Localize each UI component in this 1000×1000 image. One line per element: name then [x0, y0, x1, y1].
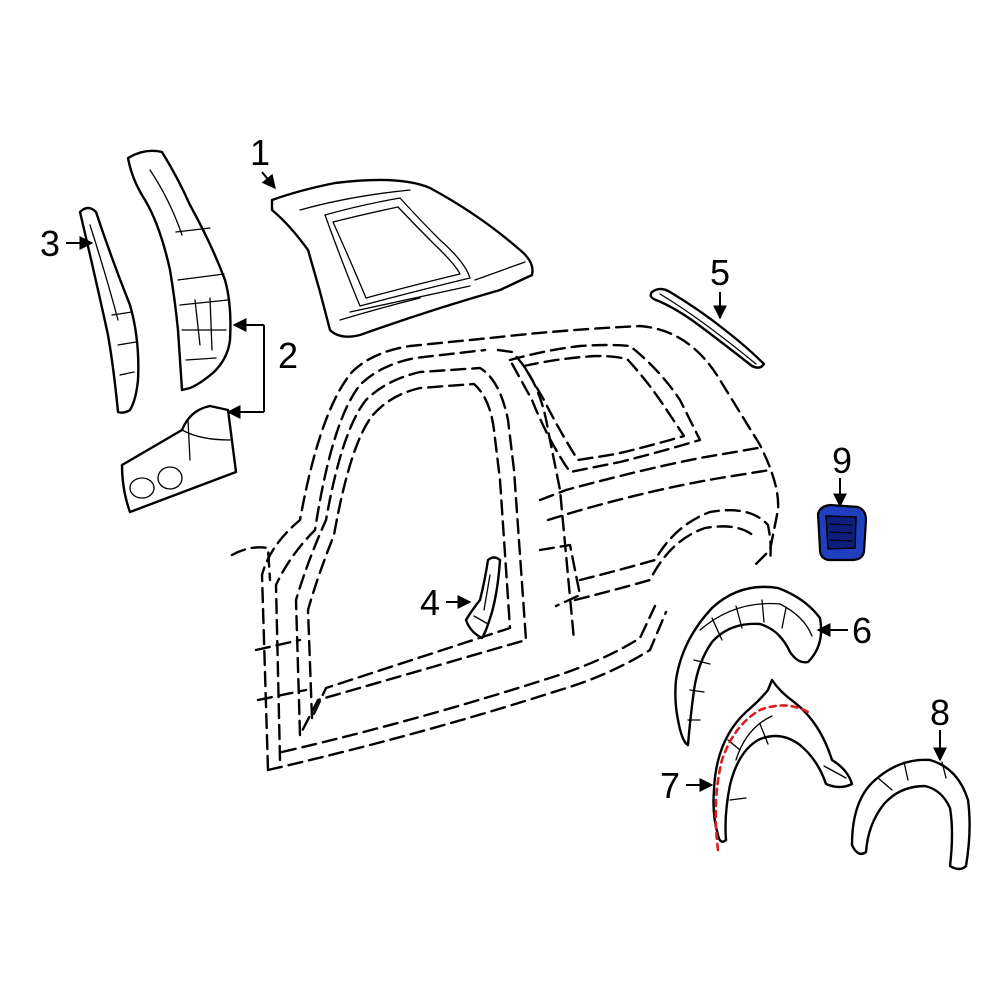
callout-3: 3 [40, 223, 60, 264]
part-3-pillar-reinforcement [78, 206, 140, 414]
callout-7: 7 [660, 765, 680, 806]
part-4-bracket [464, 556, 502, 640]
callout-labels: 1 2 3 4 5 6 7 8 9 [40, 132, 950, 806]
part-7-outer-wheelhouse [712, 678, 854, 852]
callout-1: 1 [250, 132, 270, 173]
part-9-highlighted-component [816, 503, 868, 562]
leader-1 [261, 171, 276, 190]
part-1-quarter-inner-panel [270, 178, 534, 338]
part-6-wheelhouse-liner [674, 585, 823, 747]
callout-9: 9 [832, 440, 852, 481]
callout-2: 2 [278, 335, 298, 376]
leader-lines [66, 171, 947, 792]
highlighted-edge-dashed [714, 704, 810, 852]
callout-6: 6 [852, 610, 872, 651]
vehicle-body-outline [230, 324, 780, 772]
callout-5: 5 [710, 252, 730, 293]
callout-8: 8 [930, 692, 950, 733]
part-2-lower-inner-panel [120, 404, 238, 514]
part-8-wheel-opening-molding [850, 758, 971, 871]
part-5-roof-rail-trim [649, 287, 766, 369]
callout-4: 4 [420, 582, 440, 623]
part-2-upper-pillar-inner [126, 149, 232, 392]
